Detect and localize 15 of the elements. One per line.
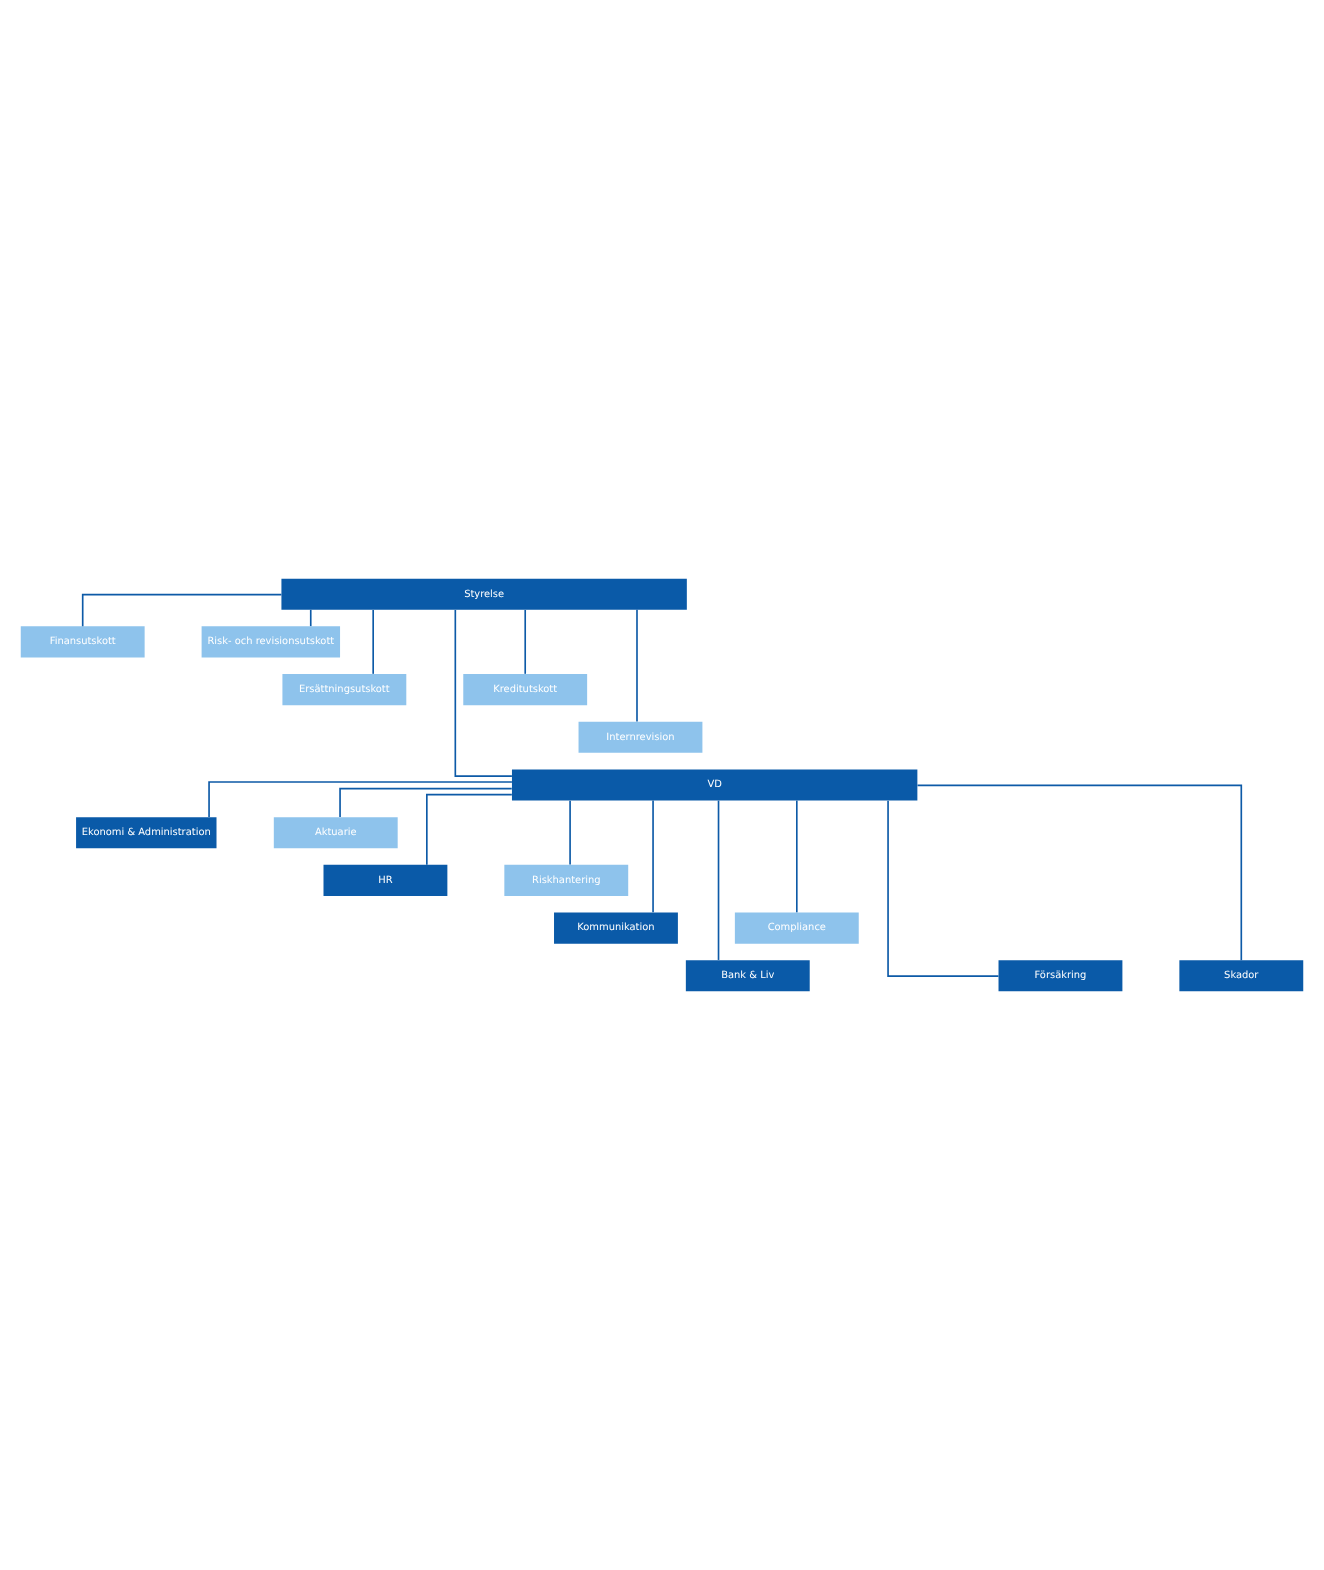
connector: [524, 609, 527, 675]
connector: [372, 609, 374, 675]
connector: [339, 787, 513, 818]
connector: [208, 781, 513, 818]
connector: [309, 609, 312, 627]
connector: [887, 799, 1000, 977]
connector: [652, 799, 654, 914]
connector: [426, 793, 513, 866]
connector: [454, 609, 513, 777]
connector: [795, 799, 798, 914]
connector: [569, 799, 571, 866]
connector: [916, 784, 1243, 962]
connector: [81, 593, 283, 627]
connector: [717, 799, 720, 961]
connector: [636, 608, 638, 723]
